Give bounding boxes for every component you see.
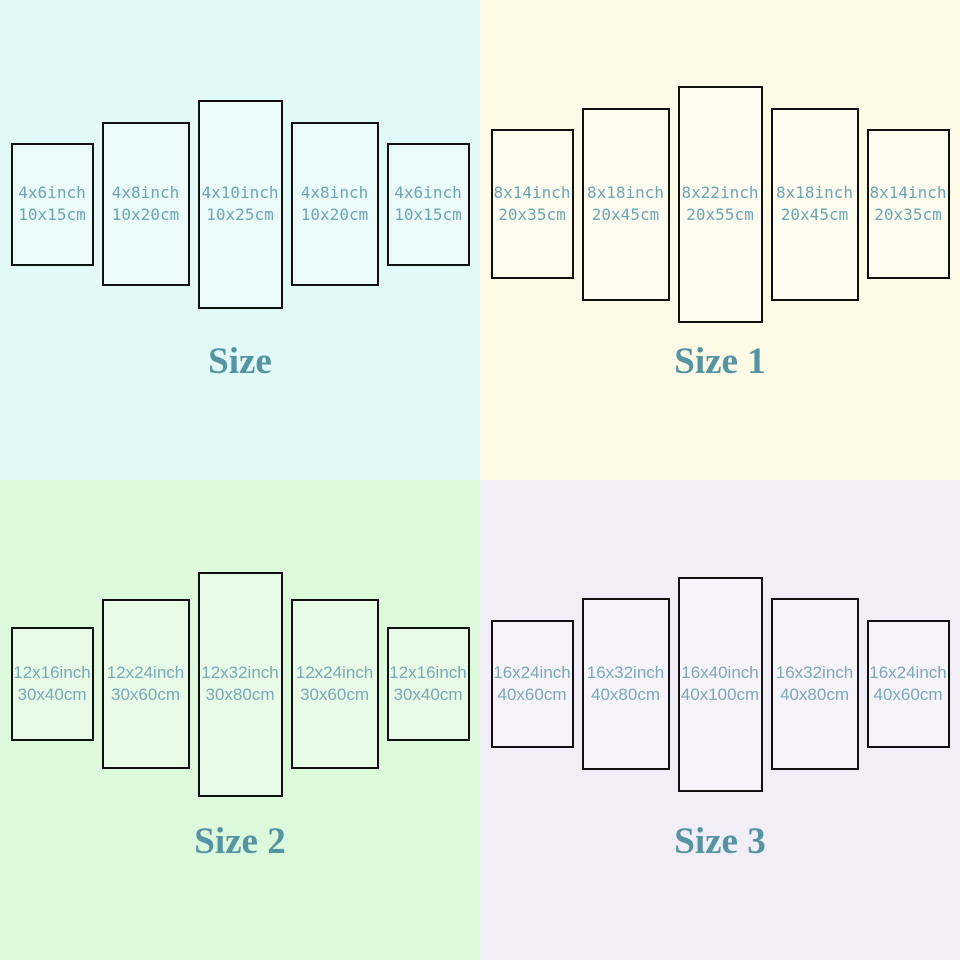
panel-group: 8x14inch 20x35cm 8x18inch 20x45cm 8x22in… xyxy=(480,0,960,408)
size-chart-section-size-1: 8x14inch 20x35cm 8x18inch 20x45cm 8x22in… xyxy=(480,0,960,480)
panel-size-cm: 40x80cm xyxy=(780,685,849,704)
panel-size-cm: 20x55cm xyxy=(686,205,754,224)
panel-size-inch: 12x16inch xyxy=(13,663,91,682)
canvas-panel: 8x22inch 20x55cm xyxy=(677,85,763,323)
panel-size-cm: 30x60cm xyxy=(111,685,180,704)
panel-size-inch: 16x24inch xyxy=(869,663,947,682)
section-title: Size 2 xyxy=(194,821,286,862)
canvas-panel: 4x6inch 10x15cm xyxy=(386,142,470,266)
panel-size-cm: 20x35cm xyxy=(498,205,566,224)
panel-size-cm: 30x40cm xyxy=(393,685,463,704)
canvas-panel: 4x8inch 10x20cm xyxy=(101,122,190,286)
panel-size-cm: 20x45cm xyxy=(591,205,660,224)
panel-size-cm: 10x15cm xyxy=(394,205,462,224)
canvas-panel: 12x16inch 30x40cm xyxy=(10,627,94,741)
panel-size-inch: 16x32inch xyxy=(586,663,665,682)
panel-size-inch: 4x6inch xyxy=(394,183,462,202)
canvas-panel: 8x14inch 20x35cm xyxy=(866,129,950,279)
canvas-panel: 8x18inch 20x45cm xyxy=(770,107,859,301)
panel-size-inch: 16x32inch xyxy=(775,663,854,682)
panel-size-inch: 4x10inch xyxy=(201,183,279,202)
panel-size-inch: 8x18inch xyxy=(586,183,665,202)
canvas-panel: 16x32inch 40x80cm xyxy=(581,598,670,770)
panel-size-cm: 10x20cm xyxy=(300,205,369,224)
canvas-panel: 16x32inch 40x80cm xyxy=(770,598,859,770)
panel-group: 4x6inch 10x15cm 4x8inch 10x20cm 4x10inch… xyxy=(0,0,480,408)
panel-size-inch: 4x6inch xyxy=(18,183,86,202)
panel-size-cm: 30x40cm xyxy=(17,685,87,704)
panel-group: 16x24inch 40x60cm 16x32inch 40x80cm 16x4… xyxy=(480,480,960,888)
panel-size-cm: 40x80cm xyxy=(591,685,660,704)
panel-size-cm: 40x60cm xyxy=(873,685,943,704)
canvas-panel: 8x14inch 20x35cm xyxy=(490,129,574,279)
canvas-panel: 16x24inch 40x60cm xyxy=(866,620,950,748)
canvas-panel: 8x18inch 20x45cm xyxy=(581,107,670,301)
panel-size-inch: 8x18inch xyxy=(775,183,854,202)
panel-size-inch: 4x8inch xyxy=(111,183,180,202)
panel-size-inch: 8x14inch xyxy=(493,183,571,202)
panel-size-inch: 8x14inch xyxy=(869,183,947,202)
panel-size-cm: 30x80cm xyxy=(205,685,275,704)
canvas-panel: 12x16inch 30x40cm xyxy=(386,627,470,741)
canvas-panel: 4x10inch 10x25cm xyxy=(197,99,283,309)
panel-size-inch: 12x32inch xyxy=(201,663,279,682)
panel-size-inch: 12x24inch xyxy=(106,663,185,682)
panel-size-inch: 12x16inch xyxy=(389,663,467,682)
panel-size-cm: 40x100cm xyxy=(680,685,760,704)
section-title: Size xyxy=(208,341,272,382)
panel-size-inch: 16x40inch xyxy=(681,663,759,682)
panel-size-cm: 20x35cm xyxy=(874,205,942,224)
section-title: Size 3 xyxy=(674,821,766,862)
panel-size-cm: 40x60cm xyxy=(497,685,567,704)
canvas-panel: 16x24inch 40x60cm xyxy=(490,620,574,748)
canvas-panel: 4x6inch 10x15cm xyxy=(10,142,94,266)
canvas-panel: 12x24inch 30x60cm xyxy=(101,599,190,769)
section-title: Size 1 xyxy=(674,341,766,382)
canvas-panel: 16x40inch 40x100cm xyxy=(677,576,763,792)
panel-size-inch: 8x22inch xyxy=(681,183,759,202)
panel-size-cm: 10x15cm xyxy=(18,205,86,224)
panel-size-inch: 12x24inch xyxy=(295,663,374,682)
panel-size-inch: 16x24inch xyxy=(493,663,571,682)
panel-group: 12x16inch 30x40cm 12x24inch 30x60cm 12x3… xyxy=(0,480,480,888)
panel-size-cm: 10x20cm xyxy=(111,205,180,224)
canvas-panel: 12x32inch 30x80cm xyxy=(197,571,283,797)
size-chart-section-size-3: 16x24inch 40x60cm 16x32inch 40x80cm 16x4… xyxy=(480,480,960,960)
canvas-panel: 12x24inch 30x60cm xyxy=(290,599,379,769)
size-chart-section-size-2: 12x16inch 30x40cm 12x24inch 30x60cm 12x3… xyxy=(0,480,480,960)
panel-size-cm: 30x60cm xyxy=(300,685,369,704)
size-chart-section-size: 4x6inch 10x15cm 4x8inch 10x20cm 4x10inch… xyxy=(0,0,480,480)
panel-size-inch: 4x8inch xyxy=(300,183,369,202)
canvas-panel: 4x8inch 10x20cm xyxy=(290,122,379,286)
panel-size-cm: 10x25cm xyxy=(206,205,274,224)
panel-size-cm: 20x45cm xyxy=(780,205,849,224)
